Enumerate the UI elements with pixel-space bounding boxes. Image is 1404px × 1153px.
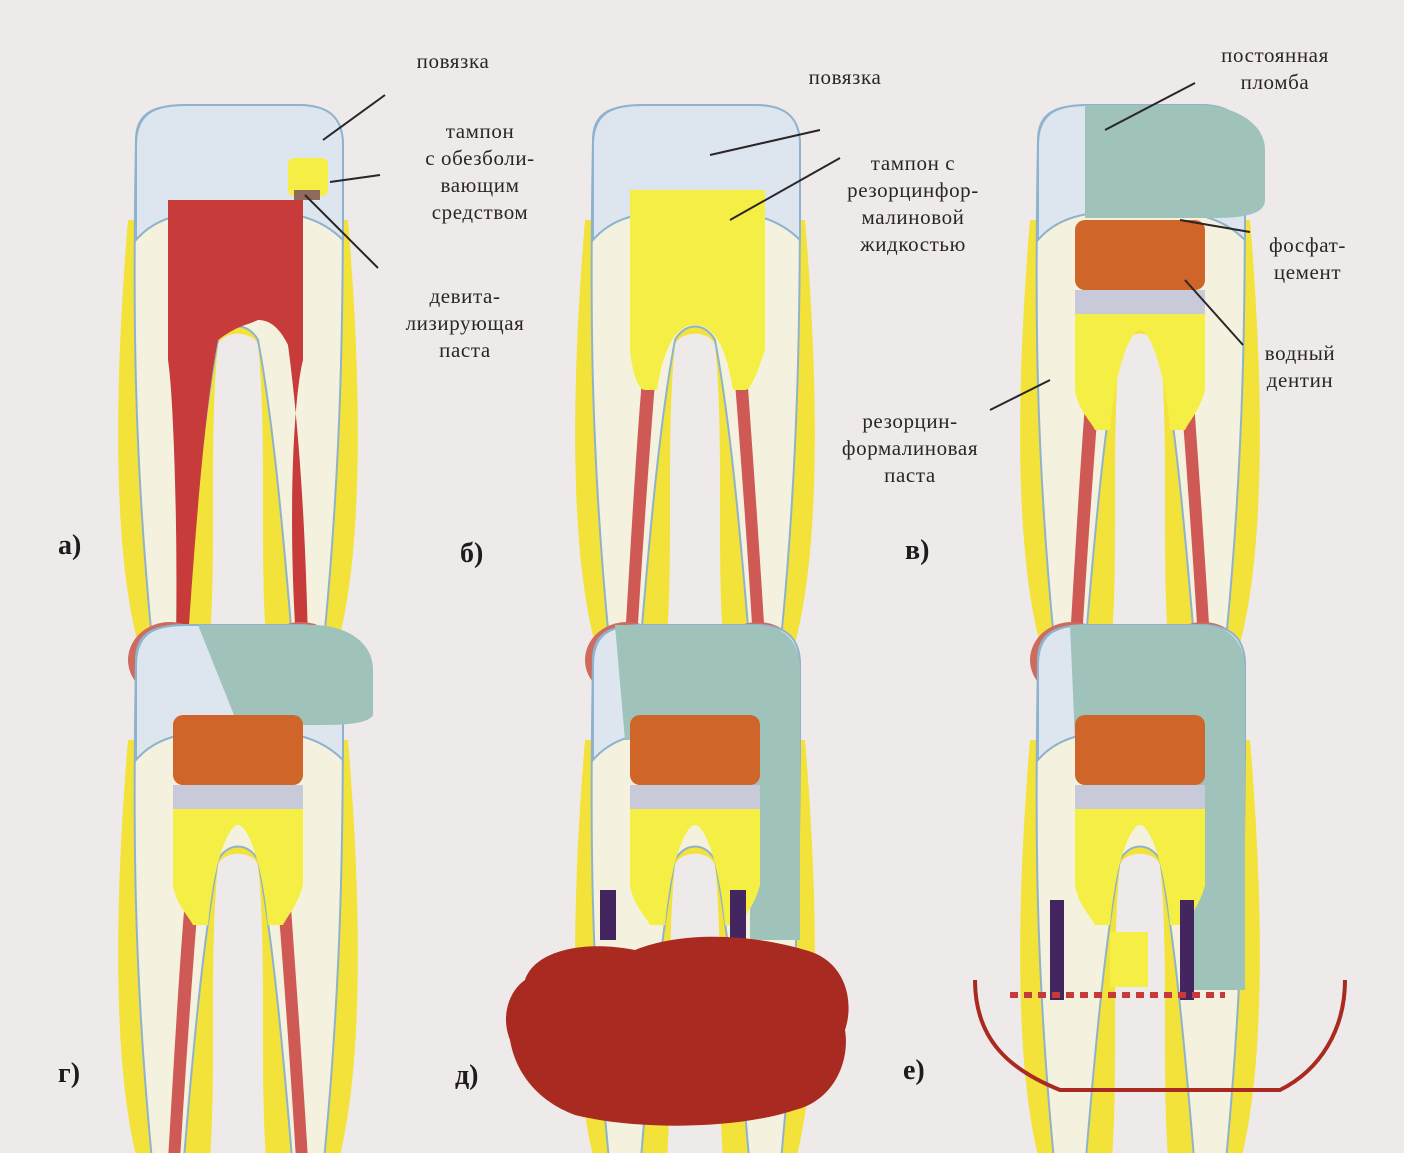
right-canal-filled [1180, 900, 1194, 1000]
left-canal-filled [1050, 900, 1064, 1000]
tooth-d [118, 625, 373, 1153]
label-resorcinol-liquid: тампон с резорцинфор- малиновой жидкость… [818, 150, 1008, 258]
granuloma [506, 937, 849, 1126]
panel-letter-e: д) [455, 1060, 479, 1092]
panel-letter-a: а) [58, 530, 81, 562]
panel-letter-f: е) [903, 1055, 925, 1087]
label-devitalizing-paste: девита- лизирующая паста [375, 283, 555, 364]
right-canal-filled [730, 890, 746, 940]
label-aqueous-dentin: водный дентин [1240, 340, 1360, 394]
label-permanent-filling: постоянная пломба [1190, 42, 1360, 96]
label-bandage-a: повязка [383, 48, 523, 75]
panel-letter-c: в) [905, 535, 929, 567]
panel-letter-b: б) [460, 538, 483, 570]
tooth-a [118, 105, 358, 698]
resorcinol-liquid-tampon [630, 190, 765, 390]
interradicular-bone [1110, 932, 1148, 987]
tooth-b [575, 105, 815, 698]
tooth-c [1020, 105, 1265, 698]
tooth-f [975, 625, 1345, 1153]
devitalizing-paste [294, 190, 320, 200]
label-phosphate-cement: фосфат- цемент [1240, 232, 1375, 286]
left-canal-filled [600, 890, 616, 940]
label-bandage-b: повязка [775, 64, 915, 91]
tooth-e [506, 625, 849, 1153]
label-anesthetic-tampon: тампон с обезболи- вающим средством [395, 118, 565, 226]
label-resorcinol-paste: резорцин- формалиновая паста [810, 408, 1010, 489]
panel-letter-d: г) [58, 1058, 80, 1090]
permanent-filling [1085, 105, 1265, 218]
